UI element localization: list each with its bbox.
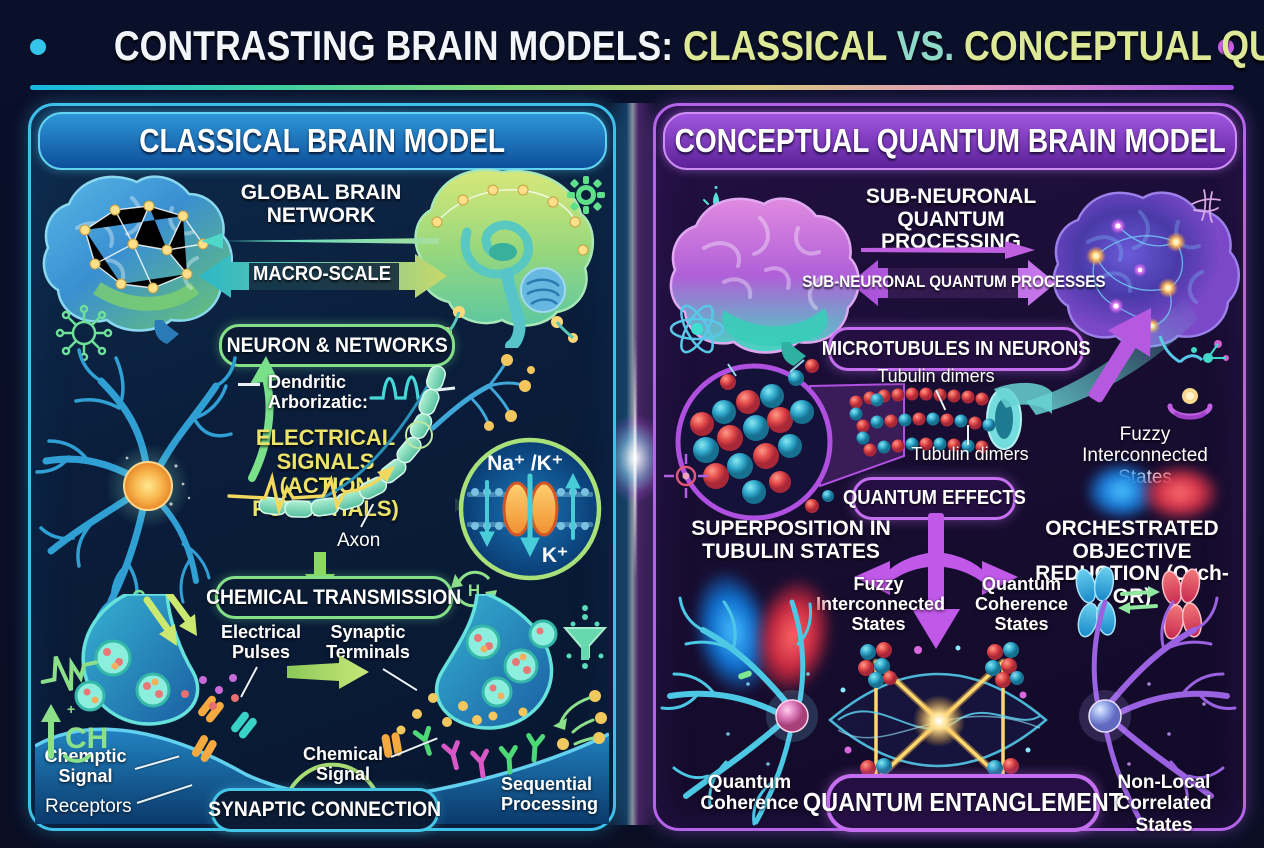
chemptic-signal-label: Chemptic Signal <box>44 746 127 787</box>
microtubule-swoosh <box>1026 296 1198 415</box>
synaptic-connection-badge: SYNAPTIC CONNECTION <box>208 788 442 832</box>
quantum-neuron-left <box>660 596 818 826</box>
funnel-icon <box>562 605 608 669</box>
quantum-panel-header: CONCEPTUAL QUANTUM BRAIN MODEL <box>663 112 1237 170</box>
sequential-processing-label: Sequential Processing <box>501 774 599 815</box>
sub-neuronal-processes-label: SUB-NEURONAL QUANTUM PROCESSES <box>802 273 1106 292</box>
k-label: K⁺ <box>542 544 568 567</box>
axon-label: Axon <box>337 530 381 551</box>
classical-panel-title: CLASSICAL BRAIN MODEL <box>139 122 506 159</box>
quantum-effects-branch-arrows <box>854 513 1018 649</box>
synaptic-terminals-label: Synaptic Terminals <box>326 622 410 663</box>
non-local-label: Non-Local Correlated States <box>1116 772 1212 836</box>
classical-lateral-brain-illustration <box>42 175 233 344</box>
gear-icon <box>567 176 605 214</box>
neuron-networks-badge-label: NEURON & NETWORKS <box>226 333 448 357</box>
microtubules-label: MICROTUBULES IN NEURONS <box>821 337 1091 360</box>
chemical-signal-label: Chemical Signal <box>302 744 384 785</box>
quantum-entanglement-label: QUANTUM ENTANGLEMENT <box>802 788 1124 817</box>
sub-neuronal-arrow <box>861 241 1035 259</box>
action-potential-zigzag <box>227 466 395 516</box>
tubulin-magnifier <box>675 359 905 521</box>
microtubule-to-brain-arrow <box>1088 308 1152 403</box>
synapse-flow-arrow <box>287 655 369 689</box>
title-prefix: CONTRASTING BRAIN MODELS: <box>113 22 684 69</box>
neuron-to-brain-arrow <box>248 356 278 482</box>
quantum-lateral-brain-illustration <box>669 197 860 366</box>
macro-scale-label-box: MACRO-SCALE <box>211 259 433 291</box>
microtubule-illustration <box>849 382 1052 457</box>
svg-text:+: + <box>67 701 75 717</box>
macro-scale-arrow <box>199 254 447 298</box>
crosshair-icon <box>664 454 708 498</box>
quantum-entanglement-badge: QUANTUM ENTANGLEMENT <box>803 774 1123 832</box>
chemical-up-icon: + CH <box>41 701 108 763</box>
atom-icon <box>669 304 725 354</box>
chromosome-exchange-icon <box>1075 566 1203 640</box>
energy-dish-icon <box>1167 388 1213 420</box>
spike-waveform-icon <box>369 375 456 400</box>
chemical-transmission-badge: CHEMICAL TRANSMISSION <box>206 576 462 619</box>
classical-panel: CLASSICAL BRAIN MODEL <box>28 103 616 832</box>
ion-channel-magnifier: Na⁺ /K⁺ K⁺ <box>455 437 602 581</box>
sub-neuronal-processes-box: SUB-NEURONAL QUANTUM PROCESSES <box>802 264 1105 302</box>
tubulin-bottom-leader <box>967 425 969 445</box>
fuzzy-states-mid-label: Fuzzy Interconnected States <box>816 574 946 635</box>
superposition-label: SUPERPOSITION IN TUBULIN STATES <box>691 517 891 563</box>
quantum-effects-label: QUANTUM EFFECTS <box>842 487 1026 509</box>
global-network-arrow <box>201 233 439 249</box>
synaptic-connection-label: SYNAPTIC CONNECTION <box>208 798 442 821</box>
classical-neuron-illustration <box>35 348 237 636</box>
quantum-neuron-right <box>1079 596 1237 825</box>
pulse-waveform-icon <box>40 655 98 692</box>
electrical-pulses-label: Electrical Pulses <box>220 622 302 663</box>
tubulin-dimers-top-label: Tubulin dimers <box>877 366 995 386</box>
macro-scale-label: MACRO-SCALE <box>253 263 391 286</box>
dendritic-arborization-label: Dendritic Arborizatic: <box>268 372 369 413</box>
quantum-network-brain-illustration <box>1052 191 1240 364</box>
neuron-networks-badge: NEURON & NETWORKS <box>219 324 455 367</box>
global-brain-network-label: GLOBAL BRAIN NETWORK <box>240 181 402 227</box>
dendritic-dash-left <box>238 383 260 386</box>
page-title: CONTRASTING BRAIN MODELS: CLASSICAL VS. … <box>0 22 1264 70</box>
header-left-dot <box>30 39 46 55</box>
receptor-cell-icon <box>55 304 113 362</box>
axon-terminal-tree <box>430 354 535 431</box>
receptors-label: Receptors <box>45 796 132 817</box>
synapse-scene <box>35 594 609 824</box>
coherence-states-label: Quantum Coherence States <box>974 574 1069 635</box>
title-classical: CLASSICAL <box>683 22 887 69</box>
microtubules-badge: MICROTUBULES IN NEURONS <box>822 327 1090 371</box>
fuzzy-blob-red-upper <box>1139 464 1221 522</box>
title-vs: VS. <box>886 22 965 69</box>
classical-sagittal-brain-illustration <box>414 168 595 348</box>
header-gradient-bar <box>30 85 1234 90</box>
converge-dots-icon <box>553 690 607 750</box>
na-k-label: Na⁺ /K⁺ <box>487 452 563 475</box>
sub-neuronal-processing-label: SUB-NEURONAL QUANTUM PROCESSING <box>865 185 1037 254</box>
molecular-scribble-icon <box>1191 189 1221 223</box>
sub-neuronal-double-arrow <box>850 260 1056 306</box>
chemical-transmission-label: CHEMICAL TRANSMISSION <box>206 585 462 609</box>
classical-panel-header: CLASSICAL BRAIN MODEL <box>38 112 607 170</box>
ch-icon-text: CH <box>65 722 108 755</box>
header-right-dot <box>1218 39 1234 55</box>
quantum-coherence-label: Quantum Coherence <box>700 772 799 815</box>
title-quantum: CONCEPTUAL QUANTUM <box>964 22 1264 69</box>
quantum-panel-title: CONCEPTUAL QUANTUM BRAIN MODEL <box>674 122 1226 159</box>
tubulin-dimers-bottom-label: Tubulin dimers <box>911 444 1029 464</box>
quantum-panel: CONCEPTUAL QUANTUM BRAIN MODEL <box>653 103 1246 836</box>
